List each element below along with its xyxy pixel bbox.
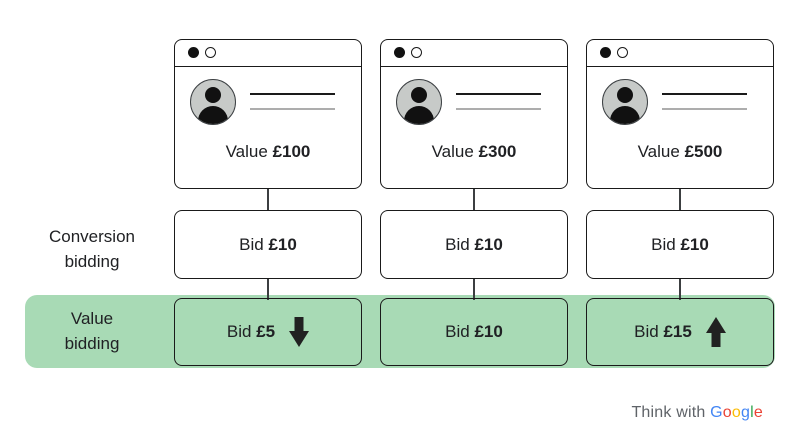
bid-prefix: Bid [226, 322, 252, 341]
avatar-icon [190, 79, 236, 125]
connector-line [267, 188, 269, 212]
google-letter: o [731, 404, 742, 421]
value-bid-box: Bid £5 [174, 298, 362, 366]
bid-amount: £10 [680, 234, 709, 254]
customer-value-label: Value £500 [587, 142, 773, 162]
row-label-line: bidding [64, 252, 120, 271]
bid-amount: £15 [663, 322, 692, 341]
value-amount: £500 [684, 142, 723, 161]
avatar-icon [396, 79, 442, 125]
google-letter: g [741, 404, 751, 421]
conversion-bid-box: Bid £10 [380, 210, 568, 279]
window-dot-filled-icon [188, 47, 199, 58]
connector-line [267, 278, 269, 300]
google-letter: G [710, 404, 723, 421]
connector-line [473, 188, 475, 212]
placeholder-text-line [250, 108, 335, 110]
customer-value-label: Value £300 [381, 142, 567, 162]
window-dot-filled-icon [394, 47, 405, 58]
avatar-torso [198, 106, 228, 124]
value-amount: £100 [272, 142, 311, 161]
browser-window-card: Value £300 [380, 39, 568, 189]
window-dot-outline-icon [411, 47, 422, 58]
browser-window-card: Value £100 [174, 39, 362, 189]
conversion-bidding-row-label: Conversion bidding [18, 224, 166, 274]
browser-titlebar [175, 40, 361, 67]
window-dot-filled-icon [600, 47, 611, 58]
avatar-icon [602, 79, 648, 125]
bid-prefix: Bid [651, 234, 676, 254]
row-label-line: Value [70, 309, 114, 328]
value-bidding-highlight-band [25, 295, 775, 368]
placeholder-text-line [250, 93, 335, 95]
row-label-line: bidding [64, 334, 120, 353]
bid-prefix: Bid [634, 322, 659, 341]
avatar-head [617, 87, 633, 103]
placeholder-text-line [456, 93, 541, 95]
bid-amount: £10 [268, 234, 297, 254]
avatar-torso [404, 106, 434, 124]
avatar-head [205, 87, 221, 103]
window-dot-outline-icon [617, 47, 628, 58]
avatar-head [411, 87, 427, 103]
google-wordmark: Google [710, 404, 763, 421]
google-letter: e [753, 404, 763, 421]
value-bid-box: Bid £15 [586, 298, 774, 366]
customer-column-3: Value £500 Bid £10 Bid £15 [586, 0, 774, 400]
think-with-google-logo: Think with Google [631, 404, 763, 422]
browser-window-card: Value £500 [586, 39, 774, 189]
value-prefix: Value [637, 142, 680, 161]
bid-amount: £10 [474, 322, 503, 341]
value-prefix: Value [225, 142, 268, 161]
connector-line [679, 278, 681, 300]
google-letter: o [722, 404, 732, 421]
customer-column-1: Value £100 Bid £10 Bid £5 [174, 0, 362, 400]
customer-value-label: Value £100 [175, 142, 361, 162]
google-letter: l [750, 404, 754, 421]
value-amount: £300 [478, 142, 517, 161]
connector-line [679, 188, 681, 212]
value-prefix: Value [431, 142, 474, 161]
bid-prefix: Bid [445, 322, 470, 341]
brand-prefix-text: Think with [631, 404, 706, 421]
placeholder-text-line [662, 108, 747, 110]
browser-titlebar [381, 40, 567, 67]
bid-direction-arrow-icon [289, 317, 310, 347]
bid-amount: £5 [256, 322, 276, 341]
placeholder-text-line [456, 108, 541, 110]
value-bidding-row-label: Value bidding [18, 306, 166, 356]
conversion-bid-box: Bid £10 [174, 210, 362, 279]
browser-titlebar [587, 40, 773, 67]
connector-line [473, 278, 475, 300]
value-bid-box: Bid £10 [380, 298, 568, 366]
bid-prefix: Bid [445, 234, 470, 254]
bid-amount: £10 [474, 234, 503, 254]
avatar-torso [610, 106, 640, 124]
row-label-line: Conversion [49, 227, 135, 246]
window-dot-outline-icon [205, 47, 216, 58]
placeholder-text-line [662, 93, 747, 95]
customer-column-2: Value £300 Bid £10 Bid £10 [380, 0, 568, 400]
bid-prefix: Bid [239, 234, 264, 254]
conversion-bid-box: Bid £10 [586, 210, 774, 279]
bid-direction-arrow-icon [705, 317, 726, 347]
